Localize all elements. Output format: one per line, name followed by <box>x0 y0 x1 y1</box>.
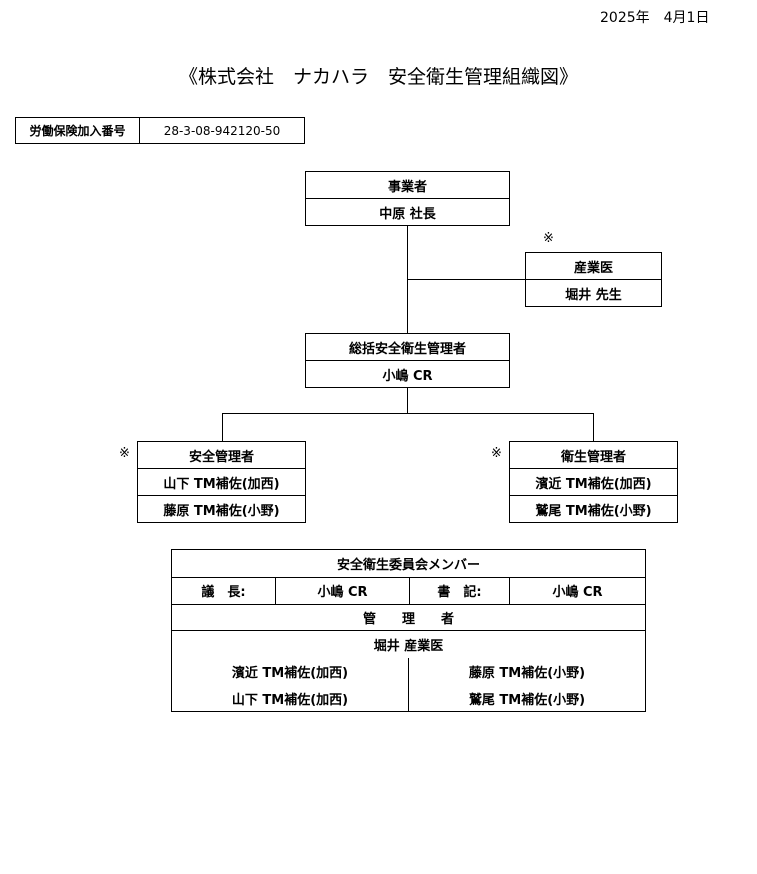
safety-manager-note-mark: ※ <box>119 446 130 461</box>
industrial-doctor-title: 産業医 <box>573 260 613 276</box>
connector-line <box>407 279 526 280</box>
committee-divider <box>408 658 409 712</box>
committee-title: 安全衛生委員会メンバー <box>172 550 645 578</box>
industrial-doctor-box: 産業医 堀井 先生 <box>525 252 662 307</box>
safety-manager-box: 安全管理者 山下 TM補佐(加西) 藤原 TM補佐(小野) <box>137 441 306 523</box>
employer-name: 中原 社長 <box>306 198 509 225</box>
committee-member: 濱近 TM補佐(加西) <box>231 666 349 681</box>
safety-manager-member: 藤原 TM補佐(小野) <box>138 495 305 522</box>
committee-doctor: 堀井 産業医 <box>373 639 444 654</box>
chair-label: 議 長: <box>172 577 276 604</box>
general-manager-box: 総括安全衛生管理者 小嶋 CR <box>305 333 510 388</box>
insurance-number-value: 28-3-08-942120-50 <box>163 123 281 138</box>
insurance-number-table: 労働保険加入番号 28-3-08-942120-50 <box>15 117 305 144</box>
page-title: 《株式会社 ナカハラ 安全衛生管理組織図》 <box>178 66 578 88</box>
secretary-label: 書 記: <box>410 577 510 604</box>
employer-box: 事業者 中原 社長 <box>305 171 510 226</box>
general-manager-title: 総括安全衛生管理者 <box>348 341 466 357</box>
health-manager-title: 衛生管理者 <box>560 449 626 465</box>
health-manager-member: 鷲尾 TM補佐(小野) <box>510 495 677 522</box>
connector-line <box>222 413 594 414</box>
industrial-doctor-name: 堀井 先生 <box>526 279 661 306</box>
committee-table: 安全衛生委員会メンバー 議 長: 小嶋 CR 書 記: 小嶋 CR 管 理 者 … <box>171 549 646 712</box>
managers-label: 管 理 者 <box>172 604 645 631</box>
document-date: 2025年 4月1日 <box>600 10 710 26</box>
safety-manager-member: 山下 TM補佐(加西) <box>138 468 305 495</box>
chair-name: 小嶋 CR <box>276 577 410 604</box>
insurance-number-label: 労働保険加入番号 <box>16 118 140 143</box>
health-manager-member: 濱近 TM補佐(加西) <box>510 468 677 495</box>
connector-line <box>593 413 594 442</box>
committee-member: 藤原 TM補佐(小野) <box>468 666 586 681</box>
connector-line <box>407 387 408 413</box>
employer-title: 事業者 <box>387 179 427 195</box>
doctor-note-mark: ※ <box>543 231 554 246</box>
health-manager-box: 衛生管理者 濱近 TM補佐(加西) 鷲尾 TM補佐(小野) <box>509 441 678 523</box>
safety-manager-title: 安全管理者 <box>188 449 254 465</box>
committee-member: 鷲尾 TM補佐(小野) <box>468 693 586 708</box>
general-manager-name: 小嶋 CR <box>306 360 509 387</box>
committee-member: 山下 TM補佐(加西) <box>231 693 349 708</box>
secretary-name: 小嶋 CR <box>552 585 603 600</box>
connector-line <box>222 413 223 442</box>
health-manager-note-mark: ※ <box>491 446 502 461</box>
